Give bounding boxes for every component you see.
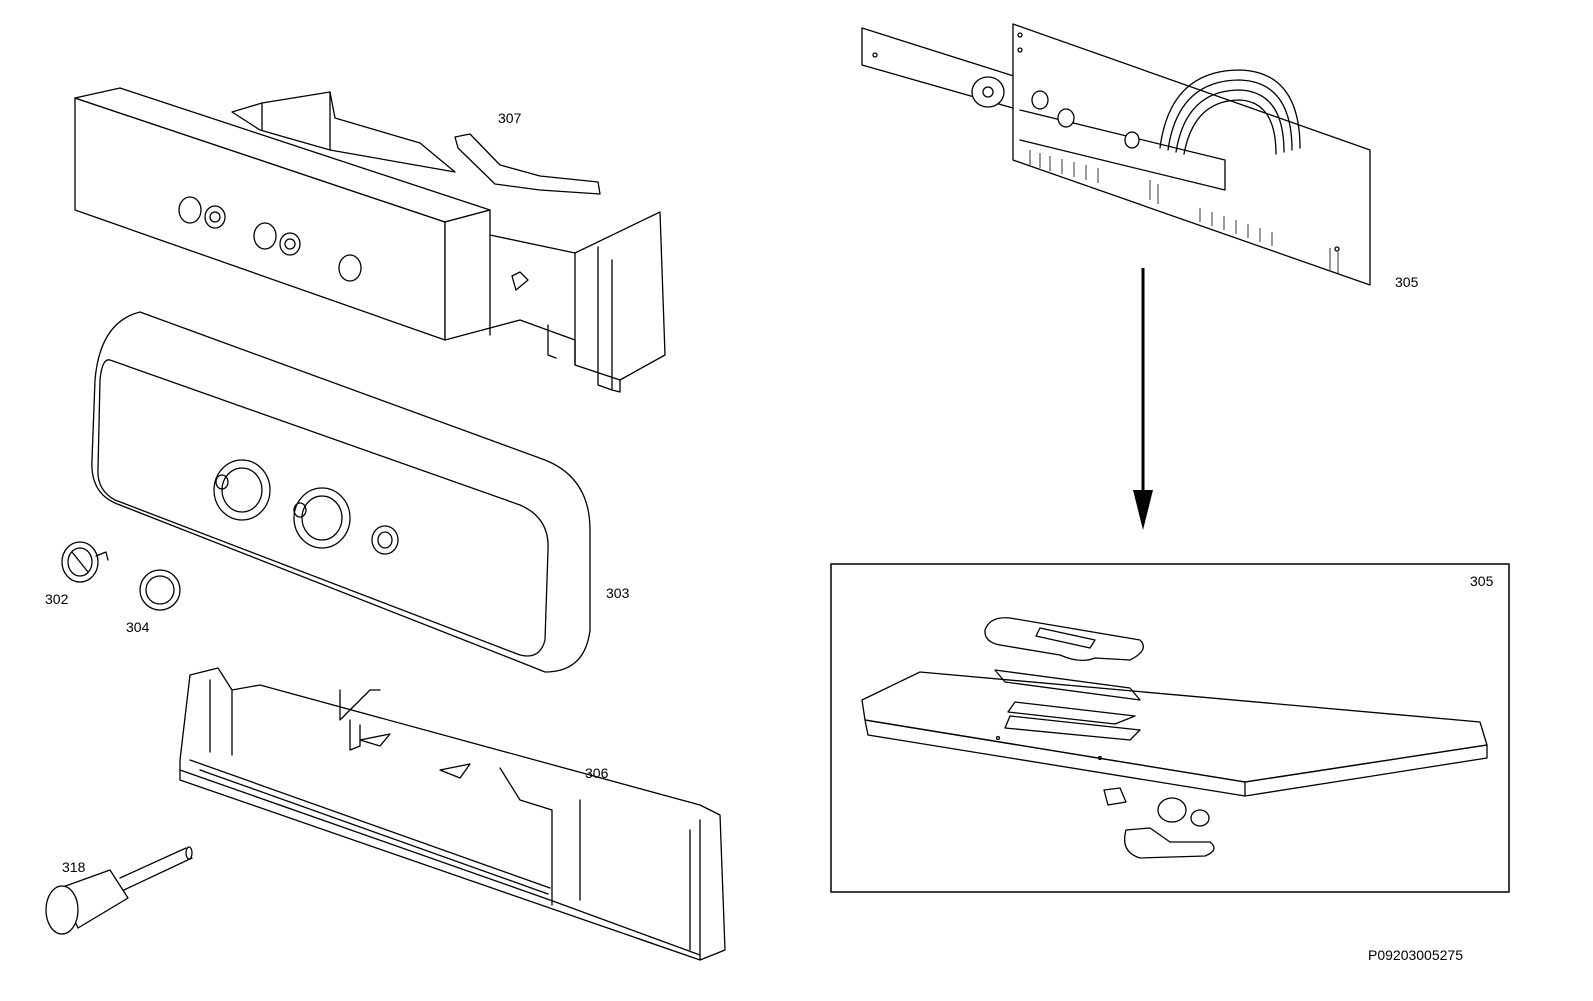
label-318: 318 [62,859,86,875]
label-304: 304 [126,619,150,635]
part-318-sensor [45,846,193,935]
part-306-frame [179,667,726,961]
detail-inset-frame [830,563,1510,893]
label-305-inset: 305 [1470,573,1494,589]
assembly-arrow [1133,268,1153,530]
label-302: 302 [45,591,69,607]
drawing-number: P09203005275 [1368,947,1463,963]
part-305-pcb [861,23,1371,286]
part-305-assembly-detail [861,617,1488,859]
label-306: 306 [585,765,609,781]
label-305-top: 305 [1395,274,1419,290]
part-302-knob [61,541,109,583]
part-304-button [139,569,181,611]
part-307-housing [74,87,666,393]
label-303: 303 [606,585,630,601]
label-307: 307 [498,110,522,126]
part-303-front-panel [91,311,591,673]
